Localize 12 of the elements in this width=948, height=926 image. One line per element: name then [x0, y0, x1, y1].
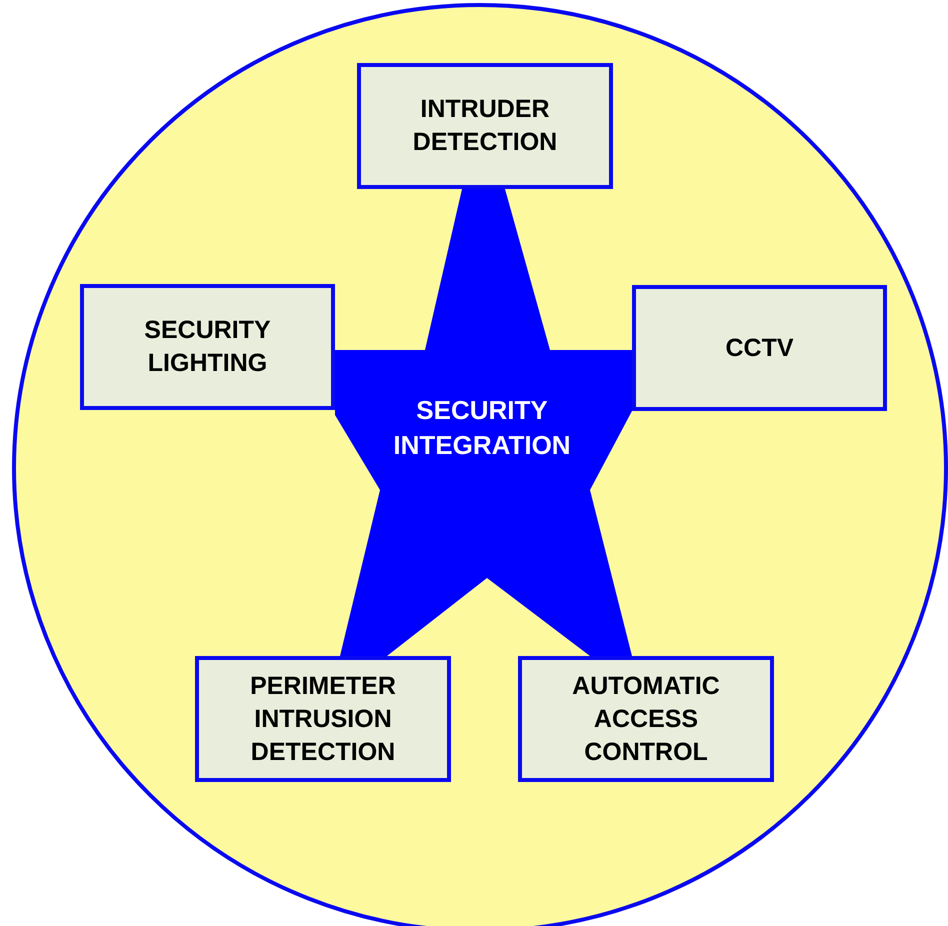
component-box [80, 284, 335, 410]
component-label: SECURITY LIGHTING [143, 315, 272, 379]
component-box [632, 285, 887, 411]
component-label: PERIMETER INTRUSION DETECTION [249, 670, 397, 768]
star-label: SECURITY INTEGRATION [392, 394, 572, 462]
component-box [518, 656, 774, 782]
star-shape [335, 189, 632, 656]
component-label: AUTOMATIC ACCESS CONTROL [571, 670, 721, 768]
component-label: INTRUDER DETECTION [412, 94, 558, 158]
component-label: CCTV [725, 332, 794, 364]
component-box [195, 656, 451, 782]
component-box [357, 63, 613, 189]
